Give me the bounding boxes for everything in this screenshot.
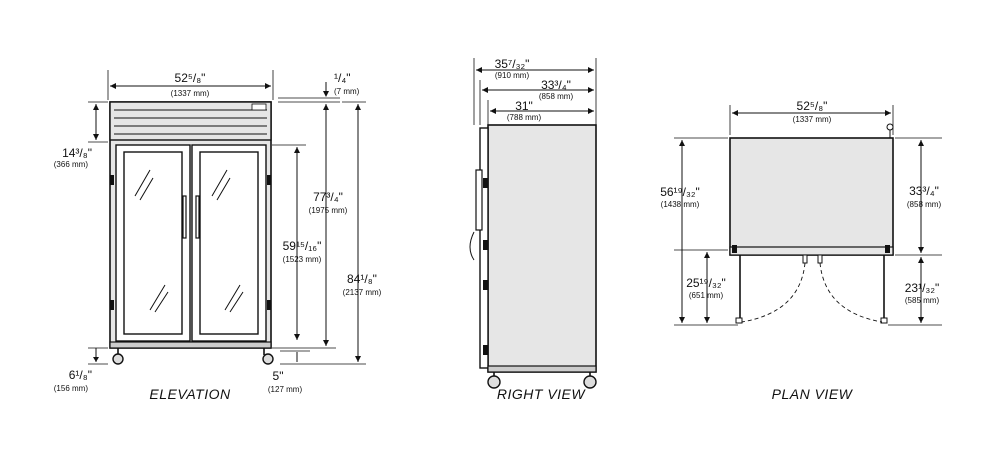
rv-d2-in: 33³/₄" [541,78,571,92]
caster-wheel [112,353,124,365]
pv-width-in: 52⁵/₈" [797,99,828,113]
caster-wheel [583,375,597,389]
plan-view-title: PLAN VIEW [772,386,854,402]
elev-caster-mm: (156 mm) [54,384,89,393]
elev-overall-in: 84¹/₈" [347,272,377,286]
left-handle [182,195,187,239]
control-panel [251,103,267,111]
rv-d1-in: 35⁷/₃₂" [495,57,530,71]
rv-d3-mm: (788 mm) [507,113,542,122]
side-handle [475,169,483,231]
rv-d2-mm: (858 mm) [539,92,574,101]
pv-width-mm: (1337 mm) [793,115,832,124]
side-panel [487,124,597,373]
cord-icon [886,123,894,131]
right-door-swing [819,262,883,323]
pv-door-mm: (585 mm) [905,296,940,305]
plan-view: 52⁵/₈" (1337 mm) 56¹⁹/₃₂" (1438 mm) 25¹⁹… [660,99,942,402]
elev-grille-in: 14³/₈" [62,146,92,160]
caster-wheel [262,353,274,365]
elev-width-mm: (1337 mm) [171,89,210,98]
elevation-title: ELEVATION [149,386,231,402]
elev-height-mm: (1975 mm) [309,206,348,215]
pv-swing-mm: (651 mm) [689,291,724,300]
elev-overall-mm: (2137 mm) [343,288,382,297]
pv-total-mm: (1438 mm) [661,200,700,209]
elev-door-mm: (1523 mm) [283,255,322,264]
rv-d3-in: 31" [515,99,533,113]
pv-total-in: 56¹⁹/₃₂" [660,185,700,199]
left-door-glass [123,151,183,335]
elev-caster-in: 6¹/₈" [69,368,92,382]
elev-floor-in: 5" [273,369,284,383]
pv-swing-in: 25¹⁹/₃₂" [686,276,726,290]
elev-top-in: ¹/₄" [334,71,351,85]
elev-height-in: 77³/₄" [313,190,343,204]
left-door-swing [741,262,806,323]
pv-depth-mm: (858 mm) [907,200,942,209]
pv-depth-in: 33³/₄" [909,184,939,198]
right-handle [195,195,200,239]
elev-grille-mm: (366 mm) [54,160,89,169]
right-view-title: RIGHT VIEW [497,386,587,402]
plan-door-line [729,246,894,256]
elevation-view: 52⁵/₈" (1337 mm) [54,70,382,402]
right-view: 35⁷/₃₂" (910 mm) 33³/₄" (858 mm) 31" (78… [469,57,597,402]
elev-top-mm: (7 mm) [334,87,360,96]
elev-width-in: 52⁵/₈" [175,71,206,85]
rv-d1-mm: (910 mm) [495,71,530,80]
pv-door-in: 23¹/₃₂" [905,281,939,295]
elev-floor-mm: (127 mm) [268,385,303,394]
elev-door-in: 59¹⁵/₁₆" [283,239,322,253]
plan-cabinet [729,137,894,256]
